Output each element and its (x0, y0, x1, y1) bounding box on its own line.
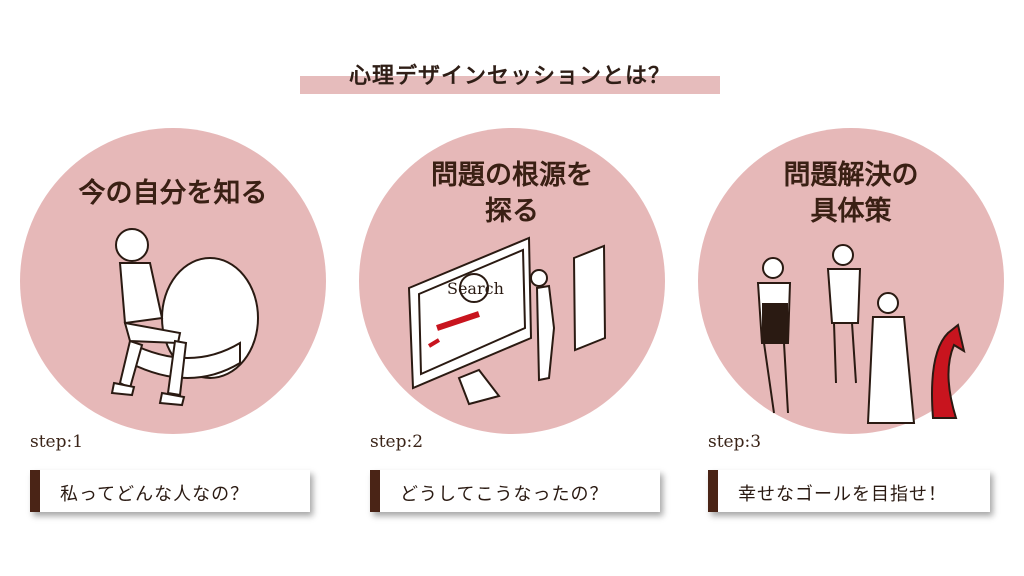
step3-caption-card: 幸せなゴールを目指せ！ (708, 470, 990, 512)
step3-caption: 幸せなゴールを目指せ！ (738, 484, 947, 505)
step1-circle: 今の自分を知る (20, 128, 326, 434)
step2-circle: 問題の根源を 探る Search (359, 128, 665, 434)
step2-label: step:2 (370, 432, 424, 452)
step3-circle: 問題解決の 具体策 (698, 128, 1004, 434)
title-underline (300, 76, 720, 94)
celebration-illustration (756, 244, 966, 424)
step2-caption-card: どうしてこうなったの？ (370, 470, 660, 512)
step1-caption: 私ってどんな人なの？ (60, 484, 250, 505)
step1-caption-card: 私ってどんな人なの？ (30, 470, 310, 512)
step1-heading: 今の自分を知る (78, 178, 268, 209)
step1-label: step:1 (30, 432, 84, 452)
thinking-person-illustration (110, 228, 259, 407)
search-monitor-illustration: Search (407, 236, 607, 406)
step2-caption: どうしてこうなったの？ (400, 484, 609, 505)
step3-heading: 問題解決の 具体策 (783, 160, 919, 227)
page-title: 心理デザインセッションとは？ (348, 64, 671, 89)
title-block: 心理デザインセッションとは？ (300, 58, 720, 98)
svg-text:Search: Search (447, 279, 504, 298)
step2-heading: 問題の根源を 探る (431, 160, 593, 227)
step3-label: step:3 (708, 432, 762, 452)
